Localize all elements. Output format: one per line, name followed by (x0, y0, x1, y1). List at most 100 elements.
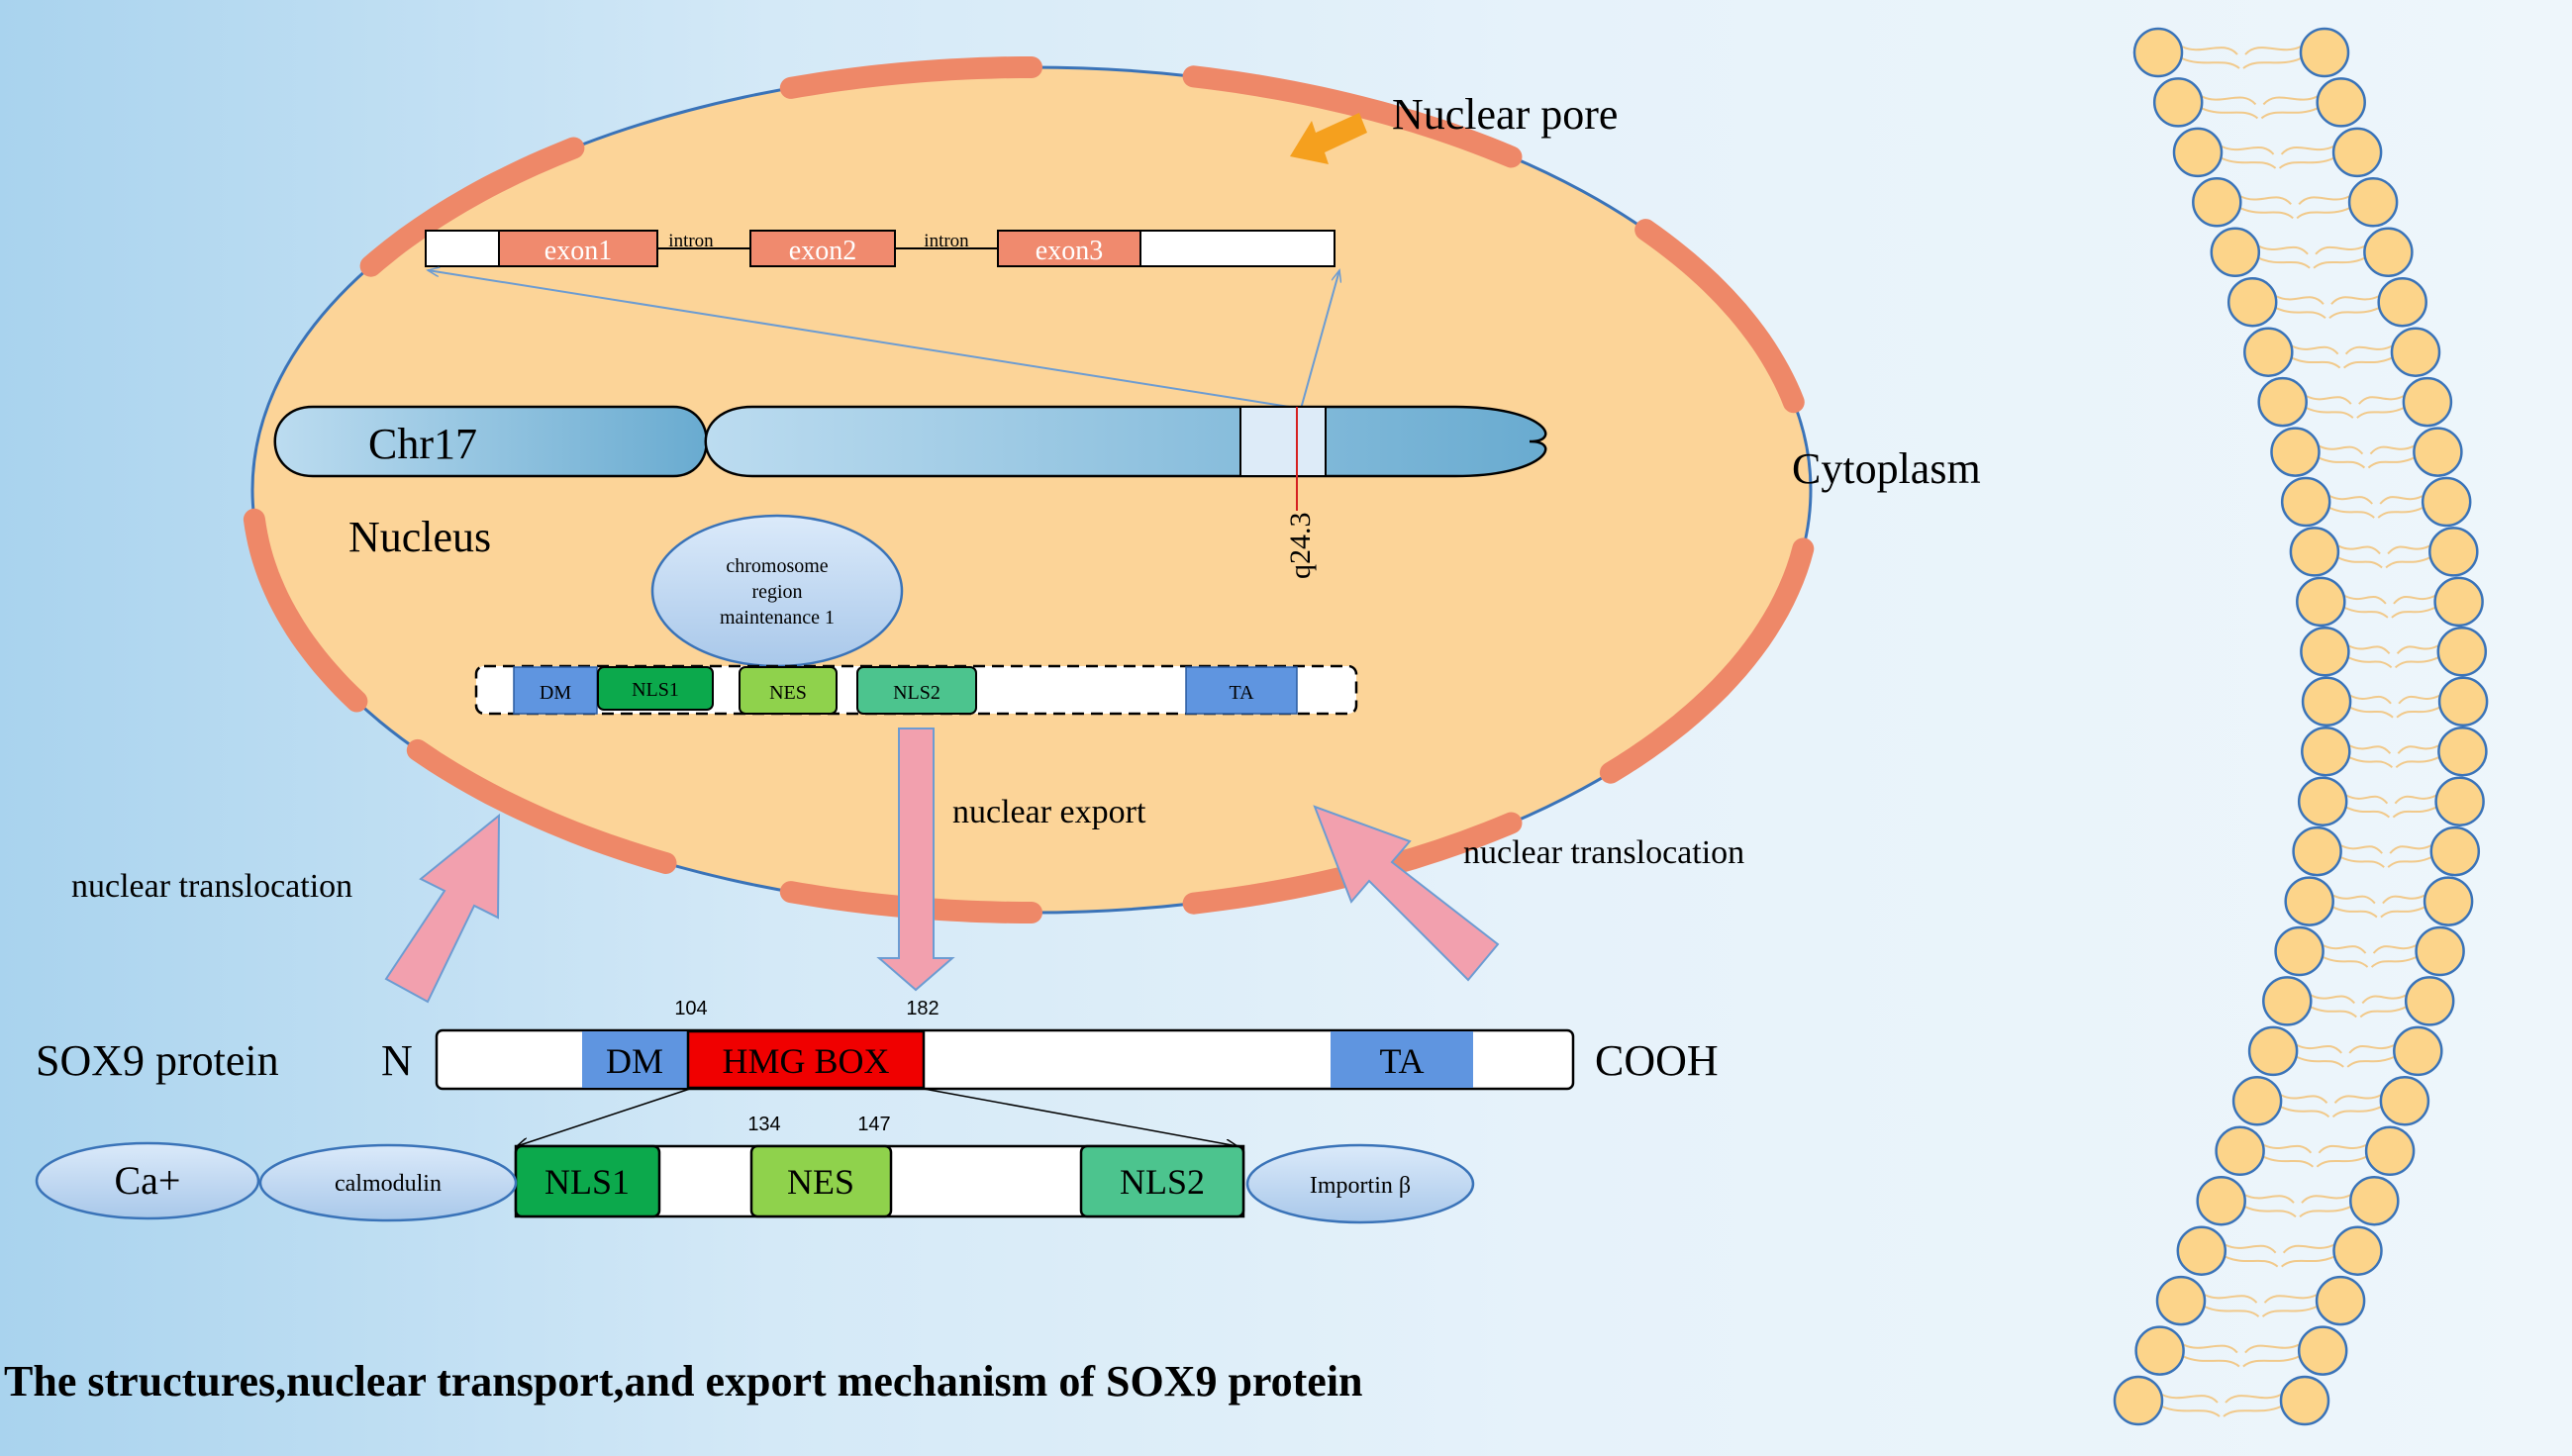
zoom-line-right (1300, 270, 1339, 410)
chromosome-17: Chr17 q24.3 (273, 405, 1547, 580)
lipid-head (2390, 327, 2441, 377)
lipid-head (2270, 427, 2321, 477)
lipid-head (2226, 276, 2278, 328)
lipid-head (2257, 376, 2308, 428)
zoom-line-left (428, 270, 1303, 410)
lipid-tail (2278, 145, 2334, 169)
lipid-head (2332, 1225, 2383, 1276)
n-terminus-label: N (381, 1036, 413, 1085)
lipid-head (2402, 376, 2453, 428)
ta-label: TA (1379, 1041, 1424, 1081)
lipid-tail (2323, 944, 2369, 968)
nuclear-export-label: nuclear export (952, 794, 1146, 830)
lipid-tail (2359, 994, 2407, 1019)
lipid-head (2413, 427, 2463, 477)
lipid-head (2134, 1325, 2185, 1376)
lipid-head (2247, 1025, 2299, 1077)
lipid-tail (2181, 46, 2240, 69)
lipid-head (2393, 1025, 2443, 1077)
lipid-tail (2343, 594, 2389, 619)
lipid-head (2315, 1275, 2366, 1326)
lipid-tail (2258, 244, 2311, 269)
lipid-tail (2377, 495, 2424, 519)
lipid-head (2243, 327, 2294, 377)
lipid-tail (2340, 844, 2385, 868)
lipid-head (2215, 1125, 2265, 1177)
lipid-head (2363, 227, 2414, 278)
lipid-tail (2310, 994, 2357, 1019)
crm1-line-3: maintenance 1 (720, 607, 835, 629)
lipid-head (2428, 527, 2479, 577)
lipid-head (2379, 1076, 2430, 1126)
c-terminus-label: COOH (1595, 1036, 1719, 1085)
nuclear-nes-domain (739, 666, 838, 715)
lipid-head (2297, 776, 2348, 826)
lipid-head (2297, 1325, 2348, 1376)
lipid-head (2284, 876, 2334, 926)
lipid-head (2301, 676, 2352, 728)
cell-membrane-bilayer (2113, 27, 2489, 1426)
nuclear-ta-domain (1185, 666, 1298, 715)
lipid-head (2437, 726, 2488, 777)
lipid-tail (2299, 1194, 2351, 1218)
chromosome-p-arm (273, 405, 708, 478)
band-label: q24.3 (1284, 513, 1317, 580)
calcium-oval (35, 1141, 260, 1220)
hmg-end-position: 182 (906, 998, 939, 1019)
gene-utr-left (425, 230, 500, 267)
calmodulin-label: calmodulin (335, 1171, 442, 1197)
crm1-line-2: region (751, 581, 802, 603)
lipid-head (2196, 1175, 2246, 1226)
lipid-tail (2204, 1294, 2260, 1317)
lipid-head (2331, 127, 2383, 178)
nuclear-translocation-label-left: nuclear translocation (71, 868, 352, 905)
lipid-head (2301, 726, 2351, 777)
nuclear-pore-3 (1182, 65, 1523, 168)
lipid-head (2429, 825, 2481, 877)
hmg-zoom-line-left (517, 1088, 691, 1146)
lipid-tail (2306, 395, 2354, 419)
intron-2-label: intron (924, 231, 969, 251)
nuclear-nls1-domain (597, 666, 714, 711)
lipid-head (2280, 476, 2331, 528)
nuclear-pore-9 (243, 508, 368, 713)
lipid-head (2113, 1375, 2164, 1426)
exon-2-label: exon2 (789, 236, 856, 266)
lipid-tail (2391, 594, 2435, 619)
hmg-start-position: 104 (674, 998, 707, 1019)
lipid-tail (2380, 894, 2425, 919)
lipid-head (2433, 576, 2484, 628)
lipid-tail (2242, 1343, 2300, 1368)
nuclear-translocation-label-right: nuclear translocation (1463, 834, 1744, 871)
lipid-tail (2396, 694, 2440, 719)
intron-1-label: intron (668, 231, 714, 251)
exon-3 (997, 230, 1141, 267)
nuclear-pore-1 (359, 137, 585, 277)
lipid-tail (2223, 1394, 2282, 1417)
lipid-tail (2348, 744, 2394, 769)
lipid-head (2262, 976, 2313, 1026)
lipid-tail (2356, 395, 2405, 419)
lipid-tail (2342, 344, 2393, 369)
lipid-tail (2394, 644, 2439, 669)
detail-nls1-label: NLS1 (544, 1162, 630, 1202)
exon-3-label: exon3 (1036, 236, 1103, 266)
detail-nes-label: NES (787, 1162, 854, 1202)
lipid-tail (2263, 1143, 2315, 1168)
calcium-label: Ca+ (115, 1158, 181, 1203)
lipid-tail (2349, 694, 2394, 719)
lipid-tail (2244, 1194, 2297, 1218)
crm1-line-1: chromosome (726, 555, 828, 577)
nes-start-position: 134 (747, 1114, 780, 1135)
gene-structure: exon1 exon2 exon3 intron intron (425, 230, 1335, 267)
lipid-tail (2161, 1394, 2221, 1417)
lipid-head (2299, 27, 2350, 78)
detail-nls2 (1079, 1144, 1245, 1218)
nuclear-translocation-arrow-left (384, 813, 501, 1004)
ta-domain (1331, 1031, 1473, 1088)
lipid-tail (2313, 244, 2365, 269)
lipid-tail (2370, 944, 2418, 968)
chromosome-label: Chr17 (368, 420, 477, 468)
lipid-tail (2239, 195, 2294, 220)
lipid-tail (2328, 495, 2375, 519)
